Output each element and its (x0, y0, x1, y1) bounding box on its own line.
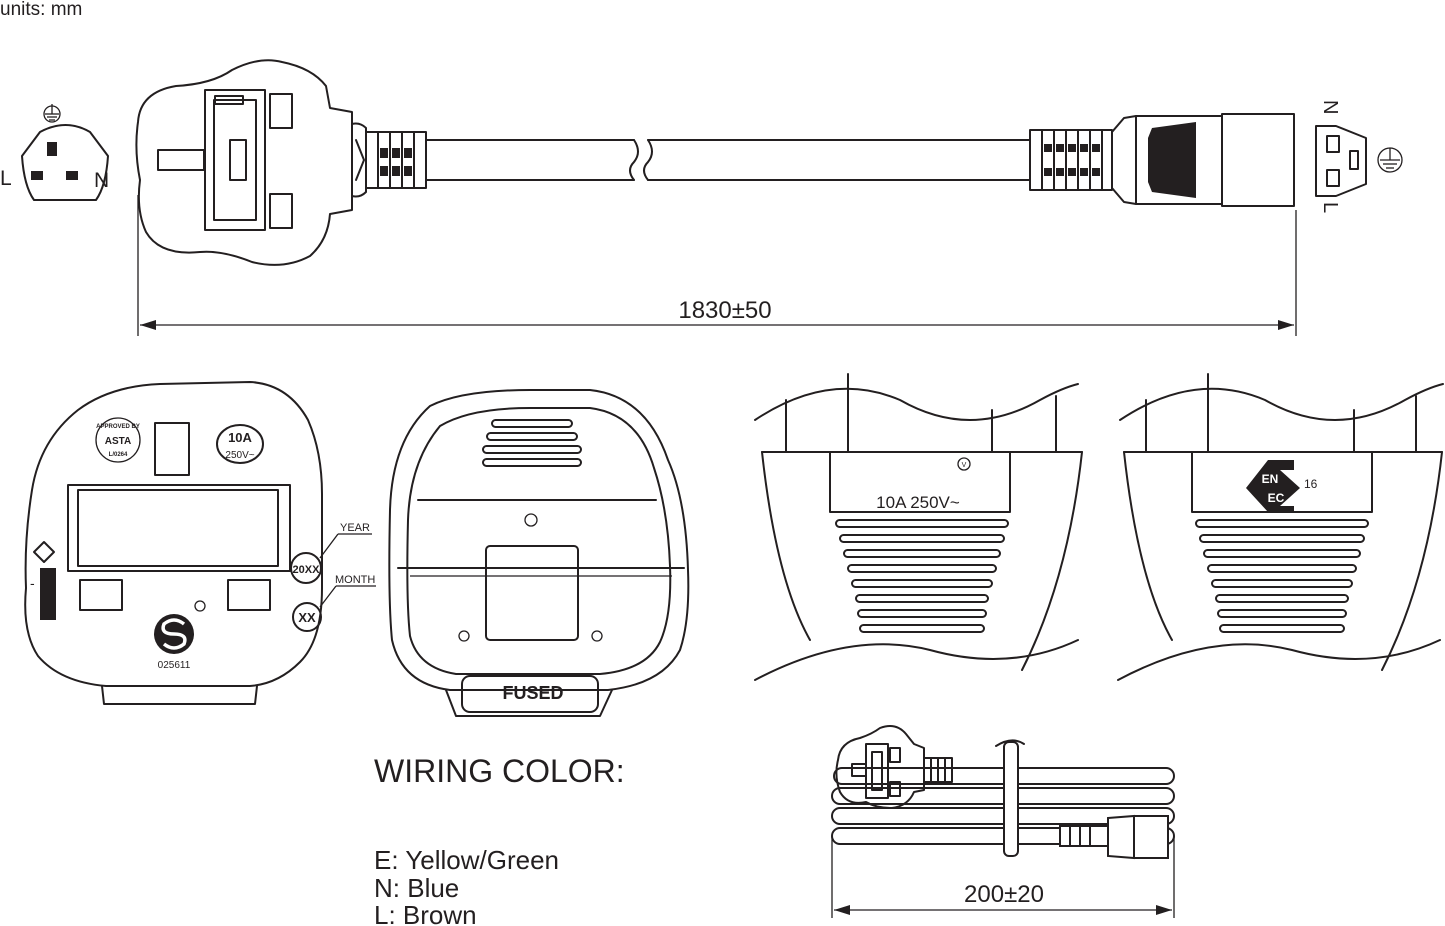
connector-neutral-label: N (1319, 100, 1341, 114)
connector-rating: 10A 250V~ (876, 493, 960, 512)
connector-live-label: L (1319, 202, 1341, 213)
en-letters-bottom: EC (1268, 491, 1285, 505)
cable-length-value: 1830±50 (678, 297, 771, 324)
en-letters-top: EN (1262, 472, 1279, 486)
plug-side-mark: - (30, 575, 35, 591)
plug-voltage-rating: 250V~ (225, 450, 254, 461)
plug-back-view: FUSED (388, 389, 690, 717)
asta-center: ASTA (105, 436, 131, 447)
asta-ring-top: APPROVED BY (96, 424, 140, 430)
en-number: 16 (1304, 477, 1318, 491)
plug-markings-view: APPROVED BY ASTA L/0264 10A 250V~ 20XX X… (24, 381, 376, 705)
cert-number: 025611 (158, 660, 191, 671)
month-label: MONTH (335, 574, 375, 586)
asta-ring-bottom: L/0264 (109, 452, 128, 458)
coil-length-value: 200±20 (964, 881, 1044, 908)
coiled-cord-view: 200±20 (831, 725, 1175, 918)
plug-current-rating: 10A (228, 430, 252, 445)
wiring-heading: WIRING COLOR: (374, 753, 625, 789)
wiring-line-live: L: Brown (374, 900, 477, 926)
wiring-line-neutral: N: Blue (374, 873, 459, 903)
fused-label: FUSED (502, 683, 563, 703)
plug-neutral-label: N (94, 169, 109, 192)
month-code: XX (298, 610, 316, 625)
connector-small-mark: V (962, 462, 967, 469)
uk-socket-face-diagram: L N (0, 104, 109, 201)
connector-detail-en-mark: EN EC 16 (1117, 373, 1444, 681)
units-note: units: mm (0, 0, 82, 20)
year-label: YEAR (340, 522, 370, 534)
plug-live-label: L (0, 167, 12, 190)
year-code: 20XX (293, 564, 321, 576)
cable-length-dimension: 1830±50 (137, 195, 1297, 336)
wiring-line-earth: E: Yellow/Green (374, 845, 559, 875)
connector-detail-rating: V 10A 250V~ (754, 373, 1083, 681)
iec-connector-face-diagram: N L (1315, 100, 1403, 213)
cord-side-view (135, 59, 1295, 266)
